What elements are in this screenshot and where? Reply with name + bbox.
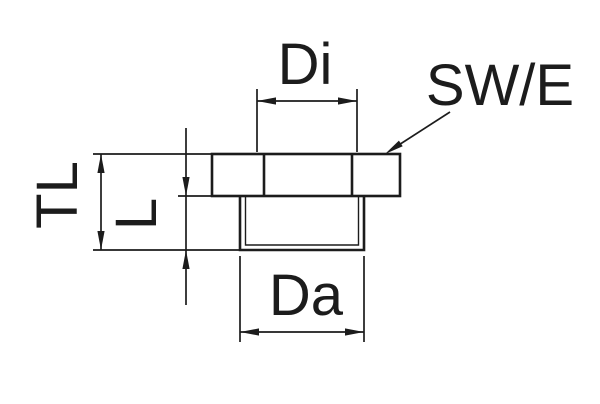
leader-swe: [385, 111, 451, 154]
label-outer-diameter: Da: [268, 263, 344, 328]
tl-arrow-top: [97, 154, 105, 173]
l-arrow-lower: [182, 250, 190, 269]
da-arrow-right: [345, 328, 364, 336]
label-inner-diameter: Di: [277, 32, 333, 97]
tl-arrow-bottom: [97, 231, 105, 250]
l-arrow-upper: [182, 177, 190, 196]
dimension-da: [239, 256, 365, 342]
thread-inner-line: [244, 196, 360, 246]
fitting-body: [210, 152, 402, 252]
label-wrench-size: SW/E: [425, 53, 575, 118]
hex-head-outline: [210, 152, 402, 198]
da-arrow-left: [240, 328, 259, 336]
thread-body-outline: [238, 196, 366, 252]
label-thread-length: L: [104, 197, 169, 231]
dimension-tl: [93, 153, 240, 251]
di-arrow-left: [257, 97, 276, 105]
label-total-length: TL: [25, 161, 90, 229]
swe-leader-arrow: [385, 140, 403, 154]
di-arrow-right: [338, 97, 357, 105]
dimension-di: [256, 89, 358, 152]
dimension-l: [178, 128, 212, 305]
